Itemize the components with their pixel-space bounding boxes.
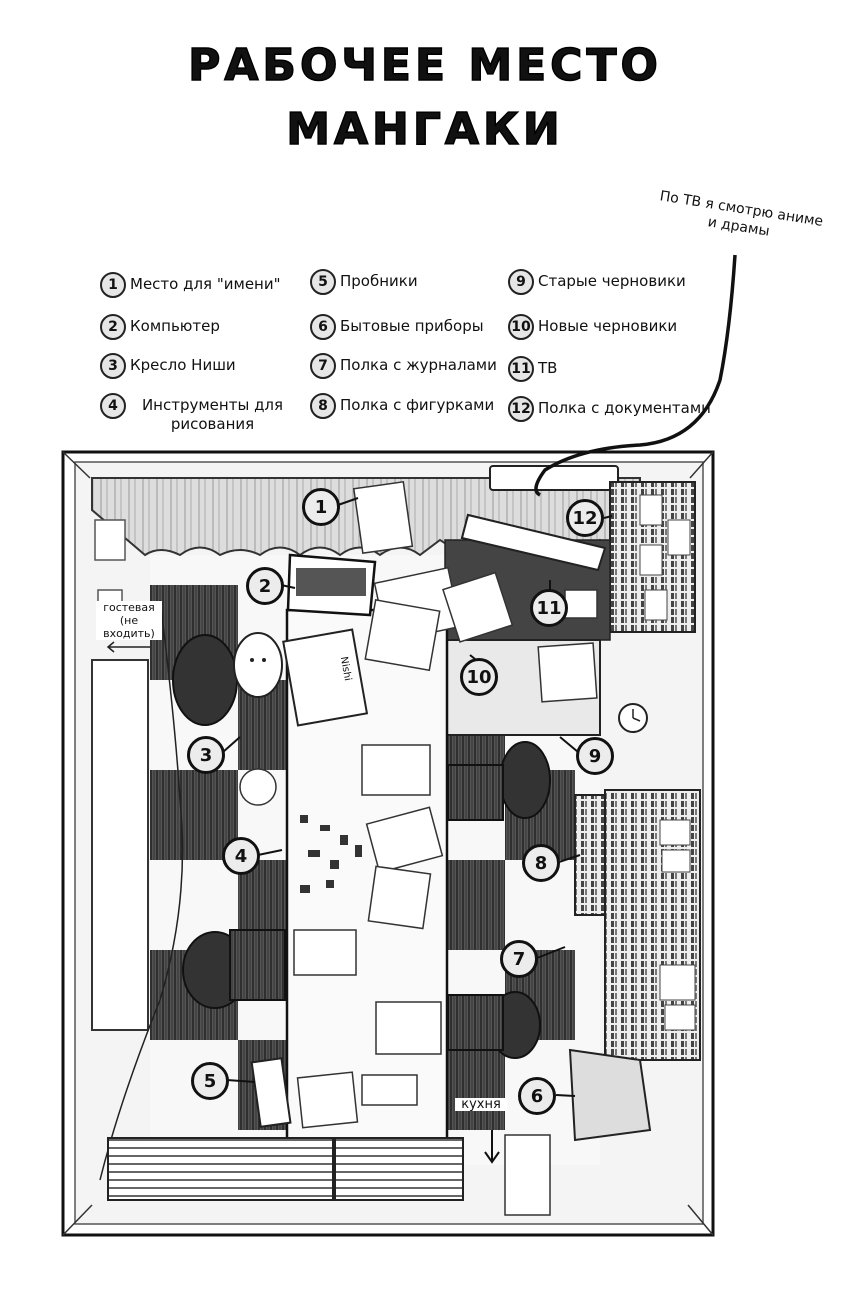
balcony-rail-right (334, 1137, 464, 1201)
kitchen-label: кухня (455, 1098, 507, 1111)
callout-1: 1 (302, 488, 340, 526)
legend-label: Кресло Ниши (130, 356, 236, 374)
guest-room-door (91, 659, 149, 1031)
callout-10: 10 (460, 658, 498, 696)
legend-item-5: 5 Пробники (310, 269, 418, 295)
appliances (568, 1048, 652, 1142)
legend-item-12: 12 Полка с документами (508, 396, 711, 422)
callout-9: 9 (576, 737, 614, 775)
guest-room-note: гостевая (не входить) (96, 601, 162, 640)
drawing-tools (300, 815, 362, 893)
legend-number: 11 (508, 356, 534, 382)
legend-item-7: 7 Полка с журналами (310, 353, 497, 379)
callout-5: 5 (191, 1062, 229, 1100)
legend-label: Компьютер (130, 317, 220, 335)
legend-item-9: 9 Старые черновики (508, 269, 686, 295)
legend-item-4: 4 Инструменты для рисования (100, 393, 295, 434)
callout-12: 12 (566, 499, 604, 537)
legend-item-6: 6 Бытовые приборы (310, 314, 484, 340)
nishi-chair (172, 634, 238, 726)
legend-number: 4 (100, 393, 126, 419)
legend-label: Полка с документами (538, 399, 711, 417)
legend-label: Пробники (340, 272, 418, 290)
balcony-rail-left (107, 1137, 334, 1201)
legend-label: Старые черновики (538, 272, 686, 290)
papers-stack (352, 480, 598, 672)
page-title-line-1: РАБОЧЕЕ МЕСТО (187, 39, 662, 92)
legend-label: Место для "имени" (130, 275, 281, 293)
legend-number: 3 (100, 353, 126, 379)
legend-number: 9 (508, 269, 534, 295)
legend-item-10: 10 Новые черновики (508, 314, 677, 340)
legend-label: Полка с журналами (340, 356, 497, 374)
legend-label: Новые черновики (538, 317, 678, 335)
callout-7: 7 (500, 940, 538, 978)
callout-8: 8 (522, 844, 560, 882)
legend-number: 6 (310, 314, 336, 340)
legend-item-8: 8 Полка с фигурками (310, 393, 494, 419)
legend-number: 8 (310, 393, 336, 419)
callout-4: 4 (222, 837, 260, 875)
page-title-line-2: МАНГАКИ (285, 103, 564, 156)
legend-number: 1 (100, 272, 126, 298)
legend-item-1: 1 Место для "имени" (100, 272, 281, 298)
legend-label: Бытовые приборы (340, 317, 484, 335)
callout-6: 6 (518, 1077, 556, 1115)
legend-number: 12 (508, 396, 534, 422)
kitchen-arrow (484, 1151, 500, 1164)
legend-label: Полка с фигурками (340, 396, 495, 414)
legend-item-3: 3 Кресло Ниши (100, 353, 236, 379)
callout-2: 2 (246, 567, 284, 605)
cat-cushion (233, 632, 283, 698)
legend-item-2: 2 Компьютер (100, 314, 220, 340)
legend-number: 10 (508, 314, 534, 340)
chair-right-upper (499, 741, 551, 819)
samples (250, 1057, 292, 1128)
callout-11: 11 (530, 589, 568, 627)
legend-number: 7 (310, 353, 336, 379)
callout-3: 3 (187, 736, 225, 774)
poster (282, 628, 369, 727)
legend-number: 5 (310, 269, 336, 295)
legend-label: ТВ (538, 359, 558, 377)
legend-number: 2 (100, 314, 126, 340)
legend-label: Инструменты для рисования (141, 396, 284, 433)
air-conditioner (489, 465, 619, 491)
legend-item-11: 11 ТВ (508, 356, 557, 382)
tv-note-pointer (534, 254, 737, 497)
